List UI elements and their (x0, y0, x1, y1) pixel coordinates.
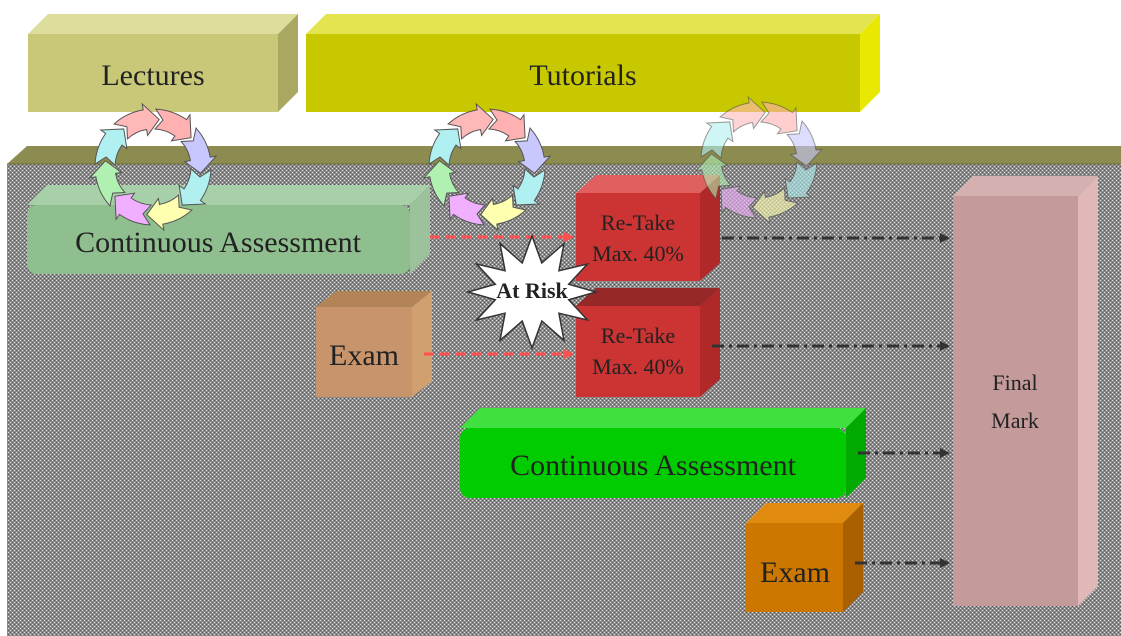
retake-exam-line1: Re-Take (601, 323, 675, 348)
cycle-arrow-segment (448, 192, 487, 226)
final-mark-line2: Mark (991, 408, 1039, 433)
cycle-arrow-segment (428, 128, 462, 167)
ca-pass-box: Continuous Assessment (460, 408, 866, 498)
ca-at-risk-label: Continuous Assessment (75, 226, 362, 259)
cycles (88, 95, 824, 232)
cycle-arrow-segment (114, 192, 153, 226)
cycle-arrow-segment (180, 127, 218, 174)
cycle-arrow-segment (146, 194, 193, 232)
cycle-arrow-segment (720, 185, 759, 219)
retake-ca-box: Re-Take Max. 40% (576, 175, 720, 281)
cycle-arrow-segment (94, 128, 128, 167)
cycle-arrow-segment (784, 160, 818, 199)
ca-pass-label: Continuous Assessment (510, 449, 797, 482)
exam-at-risk-box: Exam (316, 291, 432, 397)
retake-ca-line1: Re-Take (601, 210, 675, 235)
cycle-arrow-segment (178, 167, 212, 206)
final-mark-block: Final Mark (953, 176, 1098, 606)
cycle-arrow-segment (422, 160, 460, 207)
exam-pass-label: Exam (760, 556, 830, 589)
tutorials-block: Tutorials (306, 14, 880, 112)
cycle-arrow-segment (113, 102, 160, 140)
lectures-label: Lectures (101, 59, 204, 92)
cycle-icon-tutorials (422, 102, 552, 232)
at-risk-label: At Risk (496, 278, 568, 303)
lectures-block: Lectures (28, 14, 298, 112)
cycle-icon-lectures (88, 102, 218, 232)
cycle-icon-tutorials-faded (694, 95, 824, 225)
retake-exam-line2: Max. 40% (592, 354, 684, 379)
cycle-arrow-segment (752, 187, 799, 225)
burst-shape (465, 233, 599, 351)
exam-pass-box: Exam (746, 503, 863, 612)
cycle-arrow-segment (153, 108, 192, 142)
cycle-arrow-segment (514, 127, 552, 174)
cycle-arrow-segment (694, 153, 732, 200)
retake-ca-line2: Max. 40% (592, 241, 684, 266)
cycle-arrow-segment (786, 120, 824, 167)
exam-at-risk-label: Exam (329, 339, 399, 372)
cycle-arrow-segment (447, 102, 494, 140)
ca-at-risk-box: Continuous Assessment (27, 185, 430, 274)
cycle-arrow-segment (512, 167, 546, 206)
at-risk-burst: At Risk (465, 233, 599, 351)
tutorials-label: Tutorials (529, 59, 636, 92)
cycle-arrow-segment (487, 108, 526, 142)
cycle-arrow-segment (759, 101, 798, 135)
final-mark-line1: Final (992, 370, 1037, 395)
cycle-arrow-segment (88, 160, 126, 207)
retake-exam-box: Re-Take Max. 40% (576, 288, 720, 397)
arrows (424, 232, 950, 568)
cycle-arrow-segment (700, 121, 734, 160)
cycle-arrow-segment (719, 95, 766, 133)
cycle-arrow-segment (480, 194, 527, 232)
